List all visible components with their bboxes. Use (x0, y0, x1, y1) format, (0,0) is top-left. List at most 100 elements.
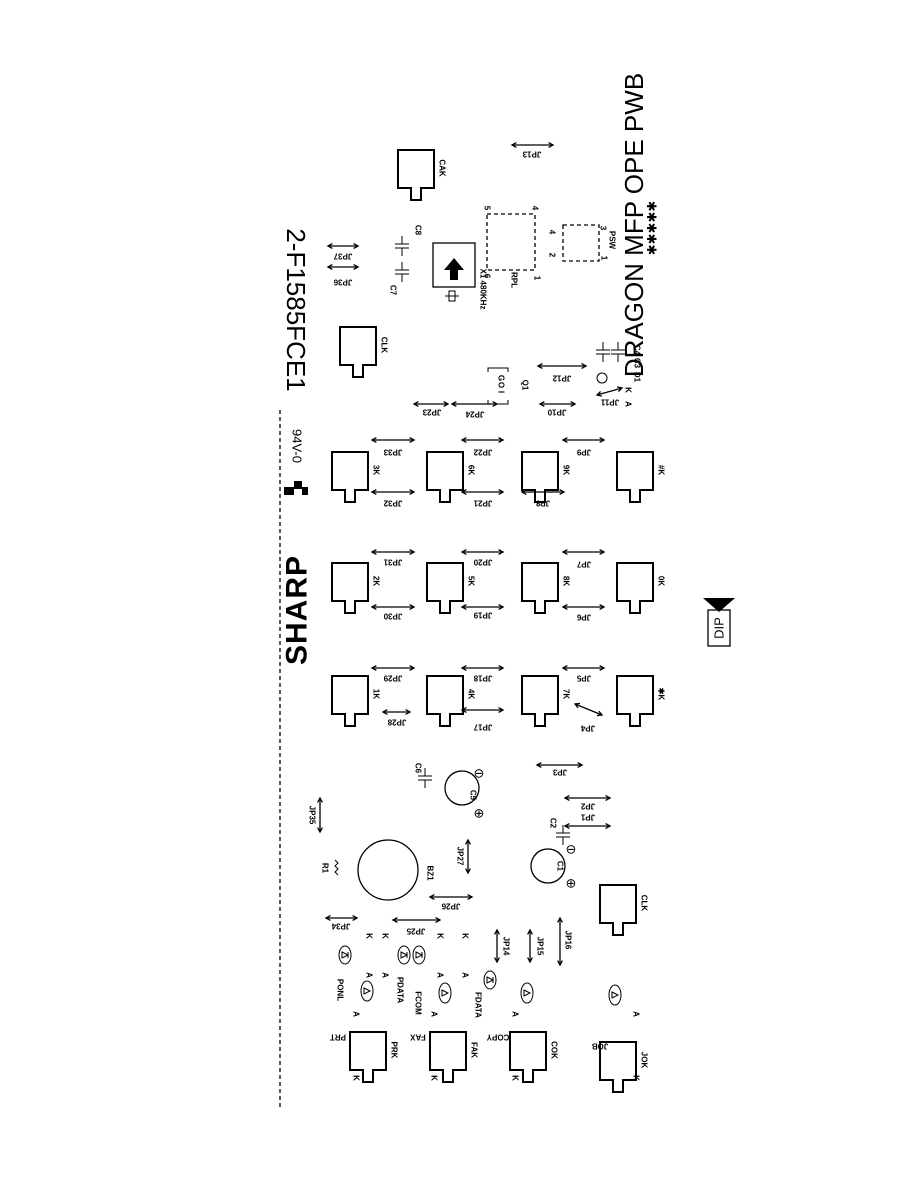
jumper-jp13-arrow-1 (548, 142, 555, 148)
jumper-jp19-arrow-0 (460, 604, 467, 610)
pin-marker-a-3: A (381, 972, 390, 978)
jumper-label-jp29: JP29 (383, 674, 402, 683)
key-pad-k (616, 675, 654, 727)
pin-marker-a-17: A (624, 401, 633, 407)
led-status-0 (360, 980, 374, 1002)
board-name: DRAGON MFP OPE PWB (619, 73, 649, 377)
jumper-label-jp12: JP12 (552, 374, 571, 383)
crystal-label: X1 480KHz (479, 269, 488, 310)
capacitor-c2-icon (556, 825, 570, 845)
transistor-q1-base (487, 400, 509, 405)
jumper-label-jp19: JP19 (473, 611, 492, 620)
jumper-jp2-arrow-0 (563, 795, 570, 801)
key-pad-5k (426, 562, 464, 614)
key-pad-prk (349, 1031, 387, 1083)
pin-marker-k-14: K (632, 1075, 641, 1081)
key-pad-7k (521, 675, 559, 727)
jumper-jp37-arrow-1 (353, 243, 360, 249)
led-ponl-diode-icon (341, 951, 350, 959)
switch-pin-1: 1 (600, 256, 609, 261)
jumper-label-jp3: JP3 (552, 768, 567, 777)
jumper-jp35-arrow-1 (317, 827, 323, 834)
led-status-2-diode-icon (523, 989, 532, 997)
capacitor-label-c1: C1 (556, 861, 565, 872)
key-label-2k: 2K (372, 576, 381, 586)
led-status-1-diode-icon (441, 989, 450, 997)
resonator-label: RPL (510, 272, 519, 288)
crystal-body-icon (445, 290, 459, 302)
resonator-pin-6: 6 (483, 274, 492, 279)
jumper-label-jp26: JP26 (441, 902, 460, 911)
jumper-jp36-arrow-1 (353, 264, 360, 270)
jumper-jp10-arrow-1 (570, 401, 577, 407)
jumper-jp30-arrow-1 (409, 604, 416, 610)
jumper-jp28-arrow-1 (405, 709, 412, 715)
jumper-jp11-arrow-0 (595, 391, 603, 397)
capacitor-c3-icon (596, 342, 610, 362)
key-label-k: #K (657, 465, 666, 475)
key-pad-fak (429, 1031, 467, 1083)
jumper-jp24-arrow-0 (450, 401, 457, 407)
switch-label: PSW (608, 231, 617, 250)
resistor-r1-icon (334, 859, 339, 876)
board-part-number: 2-F1585FCE1 (281, 228, 311, 391)
jumper-jp12-arrow-0 (536, 363, 543, 369)
key-pad-clk (339, 326, 377, 378)
jumper-jp15-arrow-0 (527, 928, 533, 935)
capacitor-c6-icon (418, 768, 432, 788)
key-pad-0k (616, 562, 654, 614)
led-group-fax: FAX (410, 1033, 426, 1042)
jumper-jp22-arrow-0 (460, 437, 467, 443)
jumper-jp4-line (574, 703, 603, 716)
buzzer-label: BZ1 (426, 865, 435, 881)
dip-label: DIP (712, 617, 727, 639)
jumper-label-jp31: JP31 (383, 558, 402, 567)
led-group-job: JOB (592, 1042, 609, 1051)
key-label-4k: 4K (467, 689, 476, 699)
jumper-label-jp11: JP11 (600, 398, 619, 407)
jumper-label-jp34: JP34 (331, 922, 350, 931)
jumper-jp10-arrow-0 (538, 401, 545, 407)
pin-marker-a-5: A (436, 972, 445, 978)
pin-marker-a-13: A (511, 1011, 520, 1017)
jumper-jp14-arrow-1 (494, 957, 500, 964)
jumper-jp34-arrow-0 (324, 915, 331, 921)
led-group-copy: COPY (486, 1033, 509, 1042)
capacitor-band-1 (447, 770, 475, 779)
jumper-jp36-arrow-0 (326, 264, 333, 270)
jumper-jp18-arrow-1 (498, 665, 505, 671)
key-label-cok: COK (550, 1041, 559, 1059)
led-status-3-diode-icon (611, 991, 620, 999)
key-pad-6k (426, 451, 464, 503)
capacitor-band-0 (533, 848, 561, 857)
pin-marker-a-1: A (365, 972, 374, 978)
switch-psw (562, 224, 600, 262)
jumper-jp9-arrow-1 (599, 437, 606, 443)
led-label-fcom: FCOM (414, 991, 423, 1015)
jumper-jp26-arrow-1 (467, 894, 474, 900)
jumper-jp21-arrow-0 (460, 489, 467, 495)
key-label-6k: 6K (467, 465, 476, 475)
capacitor-minus-icon-1: ⊖ (566, 842, 577, 857)
capacitor-label-c2: C2 (549, 818, 558, 829)
led-status-3 (608, 984, 622, 1006)
transistor-q1 (487, 367, 509, 372)
jumper-label-jp35: JP35 (308, 806, 317, 825)
key-label-cak: CAK (438, 159, 447, 177)
jumper-jp31-arrow-1 (409, 549, 416, 555)
jumper-jp11-arrow-1 (616, 386, 624, 392)
capacitor-plus-icon-1: ⊕ (566, 876, 577, 891)
pin-marker-a-9: A (352, 1011, 361, 1017)
jumper-jp22-arrow-1 (498, 437, 505, 443)
jumper-jp3-arrow-0 (535, 762, 542, 768)
key-pad-jok (599, 1041, 637, 1093)
key-label-9k: 9K (562, 465, 571, 475)
diode-label: D1 (633, 372, 642, 383)
jumper-label-jp15: JP15 (536, 937, 545, 956)
jumper-jp35-arrow-0 (317, 796, 323, 803)
key-label-0k: 0K (657, 576, 666, 586)
jumper-label-jp10: JP10 (547, 408, 566, 417)
key-label-fak: FAK (470, 1042, 479, 1058)
resonator-pin-5: 5 (483, 206, 492, 211)
led-status-1 (438, 982, 452, 1004)
